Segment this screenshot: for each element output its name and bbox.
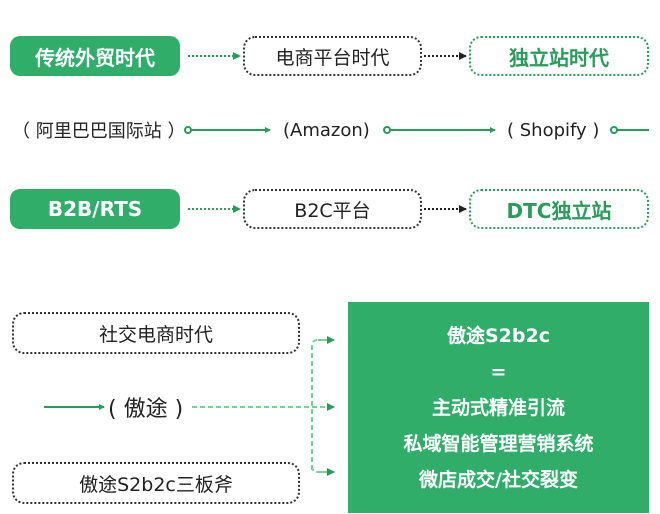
- social-ecommerce-era: 社交电商时代: [12, 312, 300, 354]
- result-line: 私域智能管理营销系统: [403, 432, 594, 455]
- three-axes-label: 傲途S2b2c三板斧: [79, 473, 233, 496]
- brand-aotu: ( 傲途 ): [108, 397, 184, 422]
- platform-shopify: ( Shopify ): [507, 119, 600, 141]
- platform-alibaba: （ 阿里巴巴国际站 ）: [12, 121, 186, 142]
- node-dot: [184, 126, 192, 134]
- model-dtc-site-label: DTC独立站: [506, 198, 612, 223]
- result-line: 微店成交/社交裂变: [419, 468, 578, 491]
- stage-independent-site: 独立站时代: [469, 36, 649, 76]
- model-b2b-rts-label: B2B/RTS: [47, 197, 143, 221]
- result-title: 傲途S2b2c: [447, 324, 550, 347]
- stage-traditional-trade: 传统外贸时代: [10, 36, 180, 76]
- three-axes-box: 傲途S2b2c三板斧: [12, 462, 300, 504]
- result-line: 主动式精准引流: [431, 396, 565, 419]
- result-box: 傲途S2b2c = 主动式精准引流 私域智能管理营销系统 微店成交/社交裂变: [348, 302, 649, 513]
- platform-amazon: (Amazon): [283, 119, 370, 141]
- stage-traditional-trade-label: 传统外贸时代: [35, 45, 155, 70]
- result-equals: =: [490, 360, 507, 383]
- model-b2c-platform-label: B2C平台: [294, 199, 371, 222]
- node-dot: [383, 126, 391, 134]
- branch-connector: [311, 339, 319, 470]
- stage-independent-site-label: 独立站时代: [509, 45, 609, 70]
- stage-ecommerce-platform: 电商平台时代: [243, 36, 422, 76]
- model-dtc-site: DTC独立站: [469, 189, 649, 229]
- model-b2c-platform: B2C平台: [243, 189, 422, 229]
- node-dot: [610, 126, 618, 134]
- model-b2b-rts: B2B/RTS: [10, 189, 180, 229]
- stage-ecommerce-platform-label: 电商平台时代: [275, 46, 390, 69]
- social-ecommerce-era-label: 社交电商时代: [98, 323, 213, 346]
